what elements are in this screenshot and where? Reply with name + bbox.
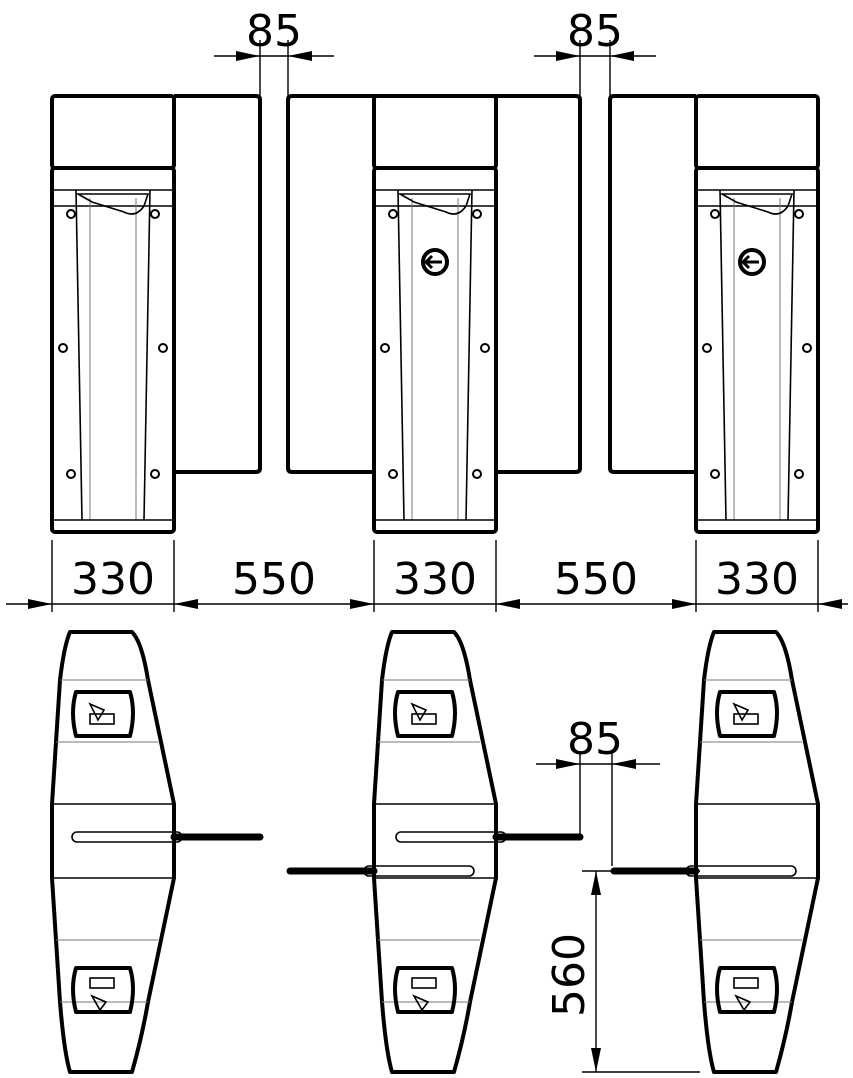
middle-direction-icon xyxy=(421,248,449,276)
width-cabinet-1-label: 330 xyxy=(71,554,155,605)
gap-top-right-label: 85 xyxy=(567,6,623,57)
middle-cabinet-front xyxy=(372,166,498,534)
width-cabinet-3-label: 330 xyxy=(715,554,799,605)
right-cabinet-front xyxy=(694,166,820,534)
right-direction-icon xyxy=(738,248,766,276)
top-view xyxy=(50,630,820,1074)
left-cabinet-top xyxy=(50,94,176,170)
middle-cabinet-top-view xyxy=(372,630,498,1074)
dimension-depth: 560 xyxy=(544,870,700,1073)
dimension-gap-top-left: 85 xyxy=(214,6,334,96)
width-passage-1-label: 550 xyxy=(232,554,316,605)
depth-label: 560 xyxy=(544,933,595,1017)
dimension-widths: 330 550 330 550 330 xyxy=(6,540,848,612)
middle-left-barrier-panel xyxy=(286,94,374,474)
left-cabinet-top-view xyxy=(50,630,176,1074)
right-cabinet-top xyxy=(694,94,820,170)
dimension-gap-top-right: 85 xyxy=(534,6,656,96)
right-barrier-panel xyxy=(608,94,696,474)
left-barrier-panel xyxy=(174,94,262,474)
middle-right-barrier-panel xyxy=(496,94,582,474)
width-passage-2-label: 550 xyxy=(554,554,638,605)
dimension-gap-bottom: 85 xyxy=(536,714,660,866)
left-cabinet-front xyxy=(50,166,176,534)
right-cabinet-top-view xyxy=(694,630,820,1074)
front-view xyxy=(50,94,820,534)
middle-cabinet-top xyxy=(372,94,498,170)
gap-bottom-label: 85 xyxy=(567,714,623,765)
gap-top-left-label: 85 xyxy=(246,6,302,57)
width-cabinet-2-label: 330 xyxy=(393,554,477,605)
